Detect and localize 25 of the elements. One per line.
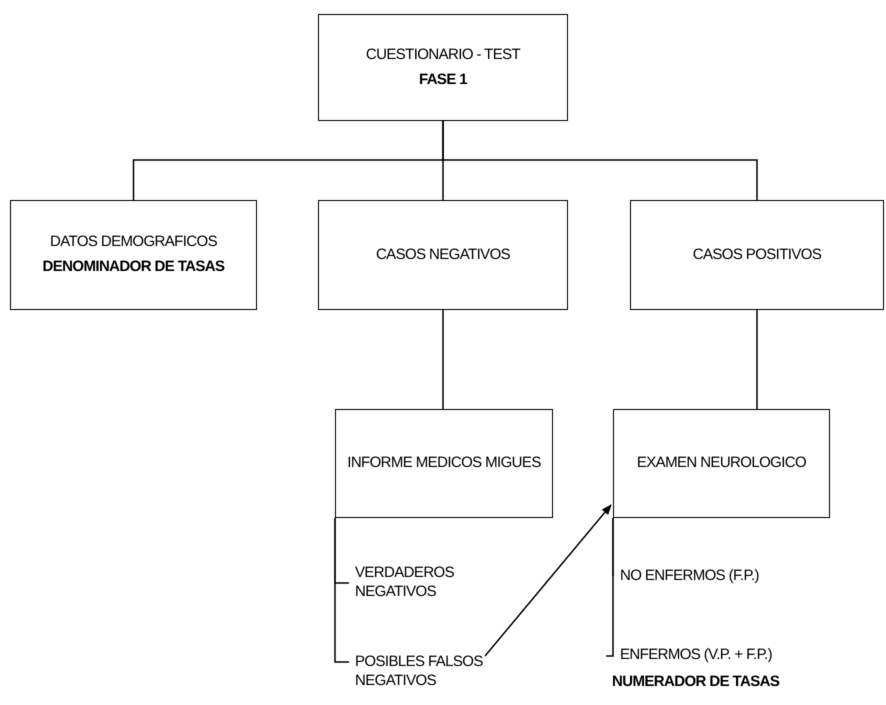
box-text: CASOS NEGATIVOS [376, 246, 510, 264]
outcome-text: NO ENFERMOS (F.P.) [620, 566, 759, 586]
arrow [484, 504, 612, 656]
note-text: NUMERADOR DE TASAS [612, 673, 780, 692]
process-box [10, 200, 257, 310]
process-box [613, 409, 830, 518]
box-text: CUESTIONARIO - TEST [366, 46, 520, 64]
outcome-text: POSIBLES FALSOS NEGATIVOS [355, 653, 484, 691]
box-text: DENOMINADOR DE TASAS [42, 258, 224, 277]
connector-line [334, 518, 349, 663]
box-text: INFORME MEDICOS MIGUES [347, 454, 541, 473]
connector-line [442, 121, 758, 200]
connector-line [606, 518, 614, 657]
box-text: EXAMEN NEUROLOGICO [636, 454, 806, 473]
process-box [335, 409, 553, 518]
connector-line [756, 310, 758, 409]
box-text: DATOS DEMOGRAFICOS [50, 233, 217, 252]
box-text: CASOS POSITIVOS [692, 246, 822, 264]
box-text: FASE 1 [418, 70, 468, 90]
process-box [318, 14, 568, 121]
connector-line [442, 310, 444, 409]
process-box [318, 200, 568, 310]
outcome-text: ENFERMOS (V.P. + F.P.) [619, 646, 772, 665]
process-box [630, 200, 884, 310]
outcome-text: VERDADEROS NEGATIVOS [355, 564, 456, 602]
